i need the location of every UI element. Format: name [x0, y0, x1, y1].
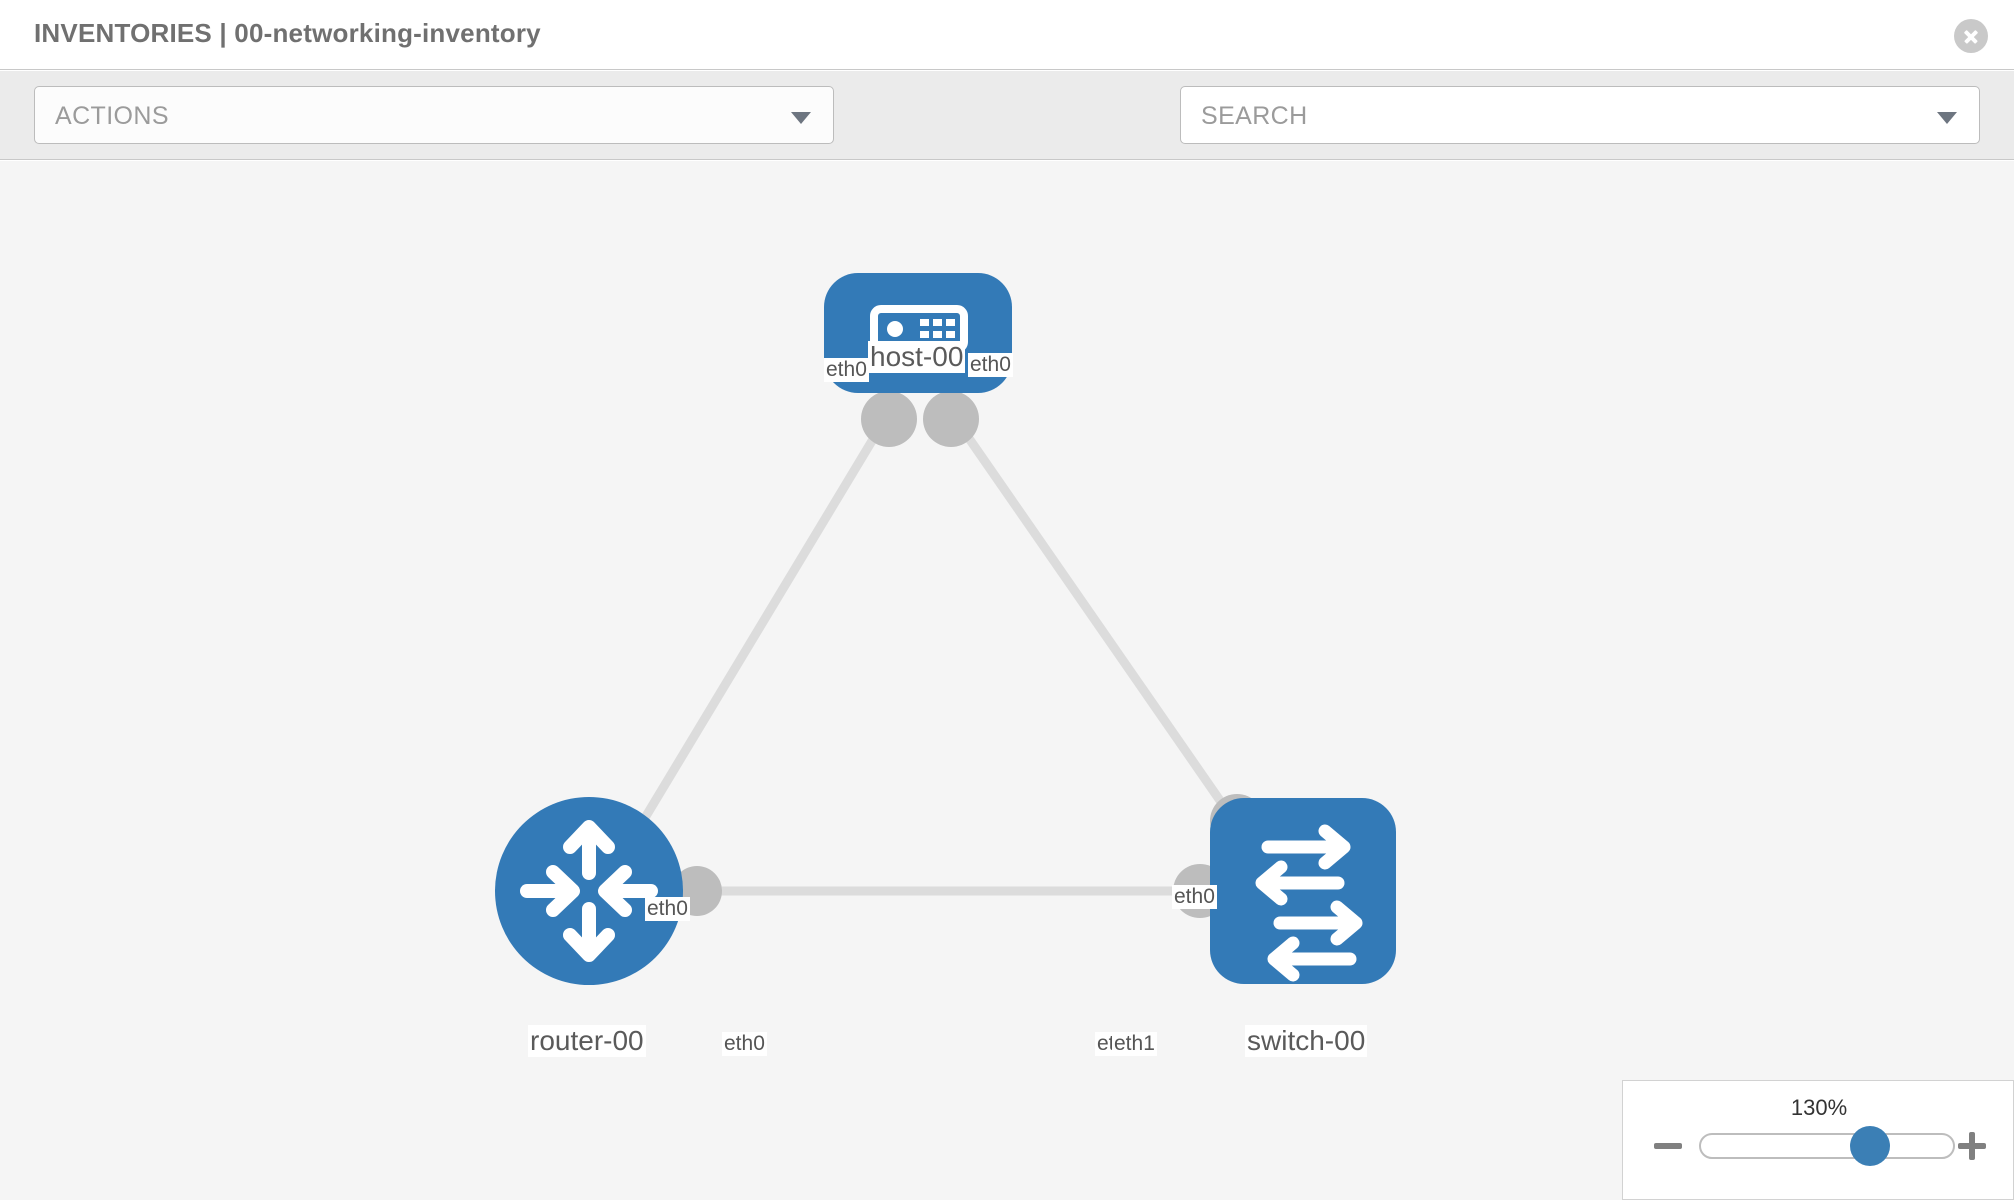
edge-label-host-eth0-right: eth0: [968, 353, 1013, 377]
actions-dropdown[interactable]: ACTIONS: [34, 86, 834, 144]
node-switch-00[interactable]: [1210, 798, 1396, 984]
page-header: INVENTORIES | 00-networking-inventory: [0, 0, 2014, 70]
edge-label-switch-eth1: eth1: [1112, 1032, 1157, 1056]
edge-host-switch: [946, 408, 1259, 854]
minus-icon[interactable]: [1651, 1129, 1685, 1163]
chevron-down-icon[interactable]: [1937, 112, 1957, 124]
zoom-level-value: 130%: [1790, 1095, 1848, 1120]
page-title: INVENTORIES | 00-networking-inventory: [34, 18, 541, 48]
topology-graph: [495, 273, 1396, 985]
zoom-slider-track[interactable]: [1699, 1133, 1955, 1159]
search-placeholder: SEARCH: [1201, 102, 1308, 130]
edge-label-router-eth0: eth0: [722, 1032, 767, 1056]
plus-icon[interactable]: [1955, 1129, 1989, 1163]
node-label-host-00: host-00: [868, 341, 966, 373]
edge-label-switch-uplink-eth0: eth0: [1172, 885, 1217, 909]
node-label-switch-00: switch-00: [1245, 1025, 1368, 1057]
node-router-00[interactable]: [495, 797, 683, 985]
actions-dropdown-label: ACTIONS: [55, 102, 169, 130]
edge-label-host-eth0-left: eth0: [824, 358, 869, 382]
node-label-router-00: router-00: [528, 1025, 646, 1057]
toolbar: ACTIONS SEARCH: [0, 71, 2014, 203]
port-host-eth0-right: [923, 391, 979, 447]
edge-label-router-uplink-eth0: eth0: [645, 897, 690, 921]
edge-host-router: [621, 408, 894, 854]
port-host-eth0-left: [861, 391, 917, 447]
close-icon[interactable]: [1954, 19, 1988, 53]
chevron-down-icon: [791, 112, 811, 124]
topology-canvas[interactable]: host-00 router-00 switch-00 eth0 eth0 et…: [0, 161, 2014, 1200]
zoom-control-panel: 130%: [1622, 1080, 2014, 1200]
search-input[interactable]: SEARCH: [1180, 86, 1980, 144]
zoom-slider-thumb[interactable]: [1850, 1126, 1890, 1166]
